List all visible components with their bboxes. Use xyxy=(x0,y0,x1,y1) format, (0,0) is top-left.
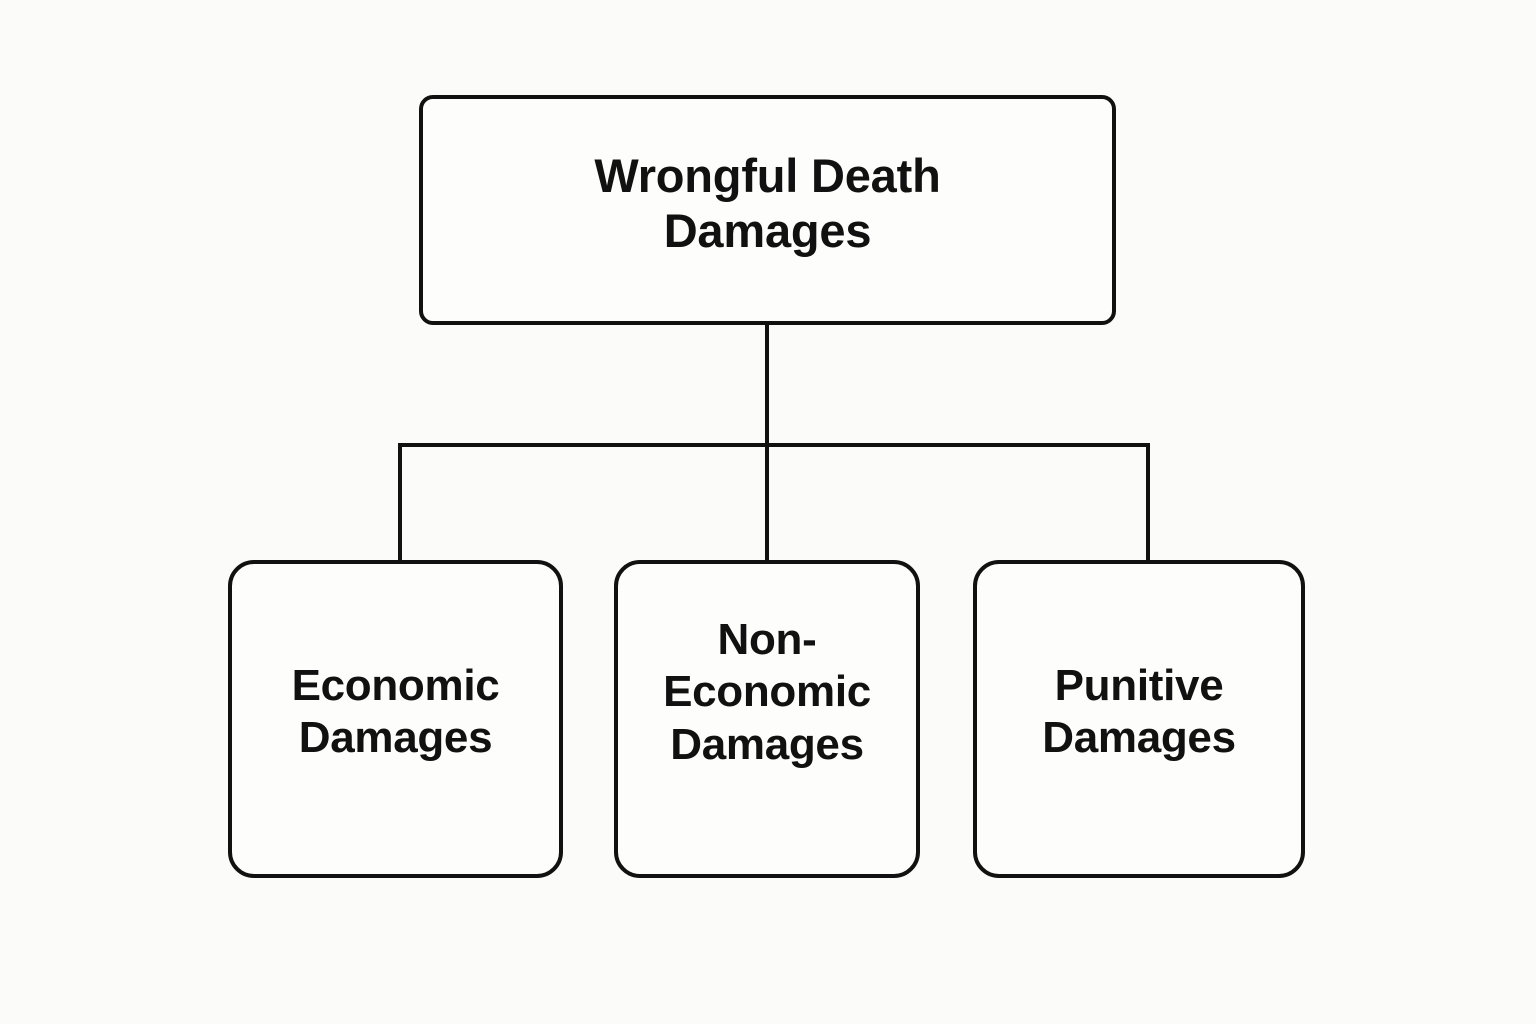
connector-drop-non-economic xyxy=(765,443,769,563)
connector-drop-punitive xyxy=(1146,443,1150,563)
node-punitive-damages[interactable]: Punitive Damages xyxy=(973,560,1305,878)
connector-horizontal-bus xyxy=(398,443,1150,447)
node-punitive-damages-label: Punitive Damages xyxy=(1042,661,1236,763)
connector-drop-economic xyxy=(398,443,402,563)
node-economic-damages[interactable]: Economic Damages xyxy=(228,560,563,878)
node-non-economic-damages-label: Non- Economic Damages xyxy=(663,615,871,769)
node-non-economic-damages[interactable]: Non- Economic Damages xyxy=(614,560,920,878)
node-root-label: Wrongful Death Damages xyxy=(594,149,941,257)
node-economic-damages-label: Economic Damages xyxy=(291,661,500,763)
node-root-wrongful-death-damages[interactable]: Wrongful Death Damages xyxy=(419,95,1116,325)
connector-root-stem xyxy=(765,323,769,447)
